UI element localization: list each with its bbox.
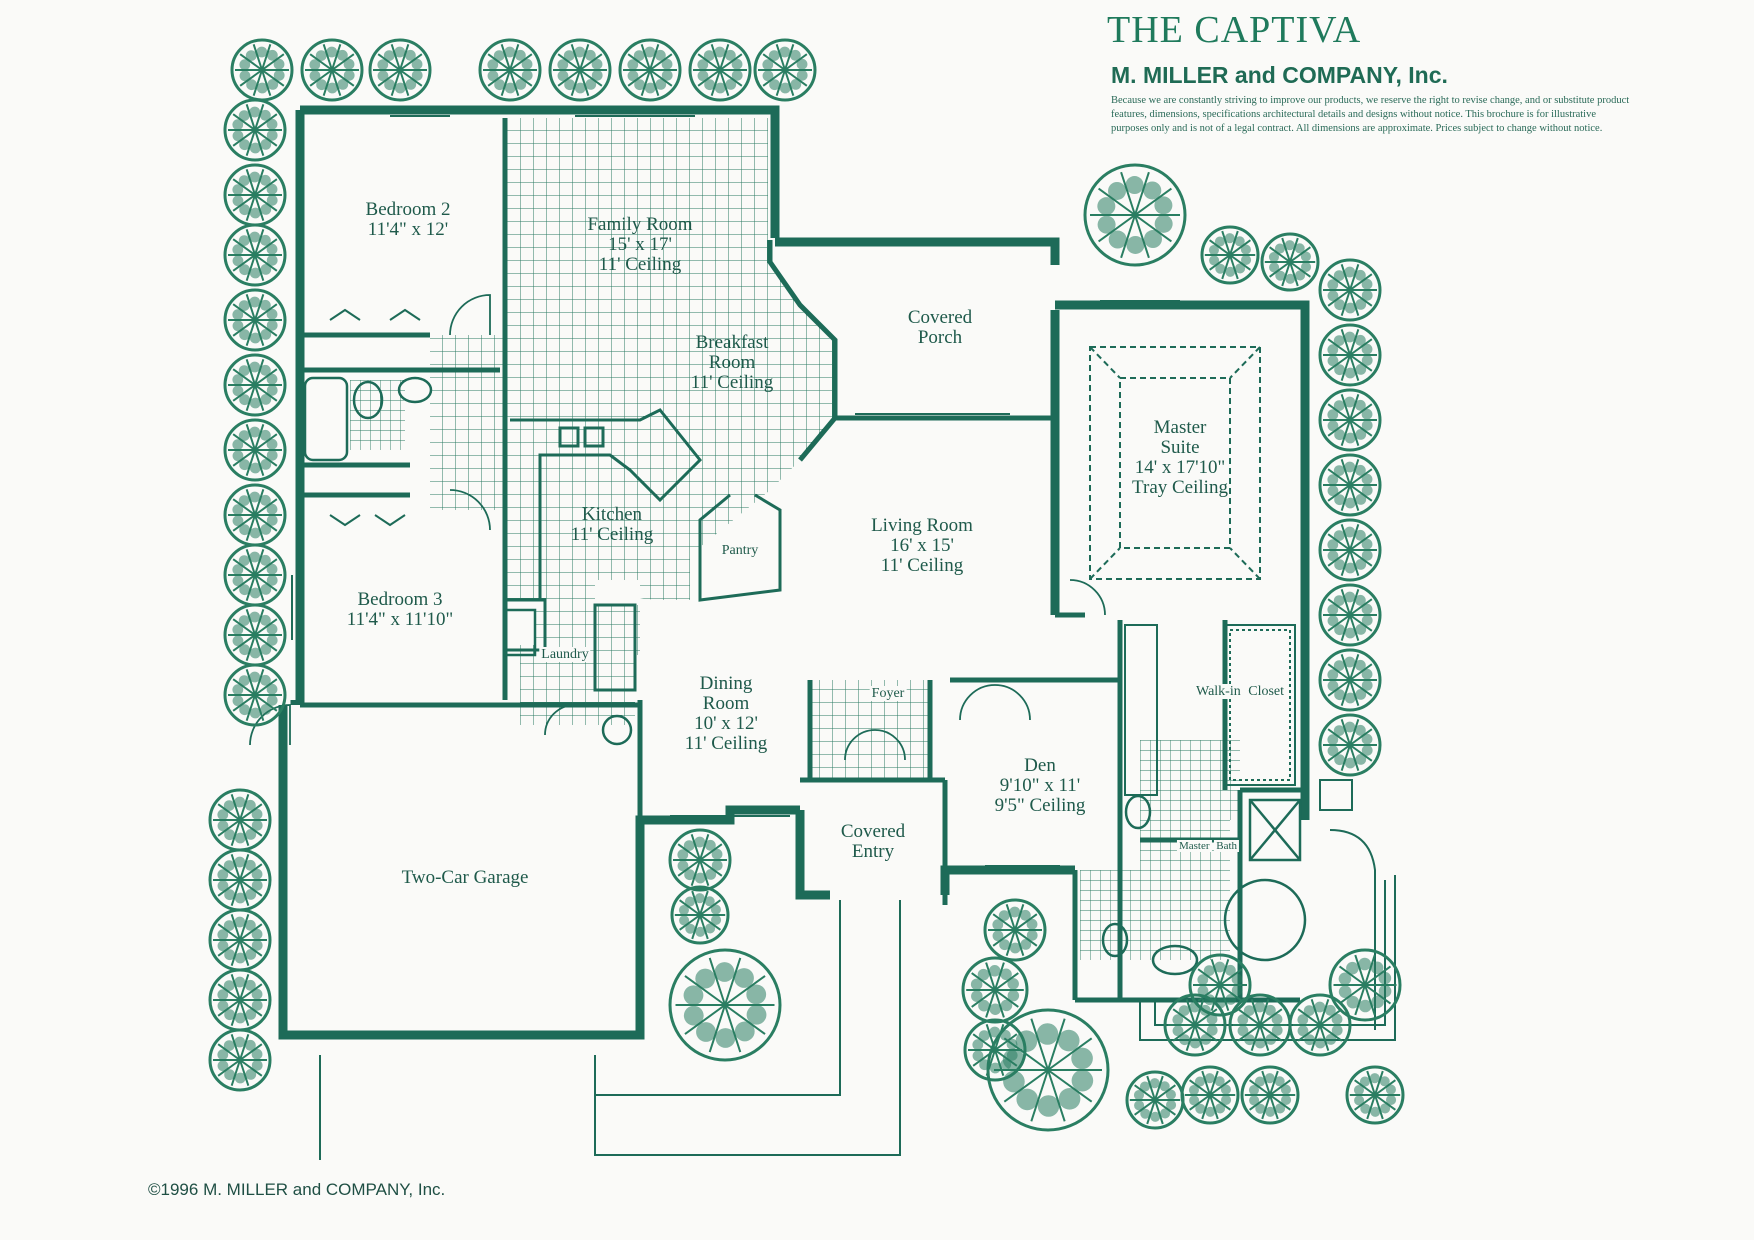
company-name: M. MILLER and COMPANY, Inc. [1111, 62, 1448, 88]
room-porch: Covered Porch [907, 307, 973, 348]
room-family: Family Room 15' x 17' 11' Ceiling [587, 214, 693, 275]
tree-icon [1180, 1065, 1240, 1125]
tree-icon [1200, 225, 1260, 285]
tree-icon [1228, 993, 1292, 1057]
closets [329, 308, 1296, 796]
tree-icon [223, 288, 287, 352]
disclaimer-text: Because we are constantly striving to im… [1111, 95, 1630, 134]
room-bedroom2: Bedroom 2 11'4" x 12' [365, 199, 451, 240]
tree-icon [688, 38, 752, 102]
tree-icon [1318, 583, 1382, 647]
tree-icon [223, 418, 287, 482]
tree-icon [208, 788, 272, 852]
tree-icon [223, 98, 287, 162]
room-covered-entry: Covered Entry [840, 821, 906, 862]
tree-icon [1318, 453, 1382, 517]
room-kitchen: Kitchen 11' Ceiling [570, 504, 654, 545]
tree-icon [368, 38, 432, 102]
room-laundry: Laundry [539, 647, 591, 662]
tree-icon [1328, 948, 1402, 1022]
tree-icon [1288, 993, 1352, 1057]
tree-icon [223, 543, 287, 607]
tree-icon [1318, 713, 1382, 777]
tree-icon [300, 38, 364, 102]
room-living: Living Room 16' x 15' 11' Ceiling [871, 515, 973, 576]
tree-icon [230, 38, 294, 102]
tree-icon [983, 898, 1047, 962]
tree-icon [668, 948, 782, 1062]
tree-icon [1083, 163, 1187, 267]
windows [291, 115, 1180, 867]
room-walkin-closet: Walk-in Closet [1193, 684, 1287, 699]
tree-icon [1163, 993, 1227, 1057]
tree-icon [1318, 258, 1382, 322]
room-den: Den 9'10" x 11' 9'5" Ceiling [994, 755, 1086, 816]
tree-icon [1318, 518, 1382, 582]
room-dining: Dining Room 10' x 12' 11' Ceiling [684, 673, 768, 754]
room-master-suite: Master Suite 14' x 17'10" Tray Ceiling [1132, 417, 1228, 498]
tree-icon [223, 603, 287, 667]
landscape-trees [208, 38, 1405, 1132]
tree-icon [670, 885, 730, 945]
tree-icon [548, 38, 612, 102]
copyright-text: ©1996 M. MILLER and COMPANY, Inc. [148, 1180, 446, 1199]
tree-icon [223, 353, 287, 417]
tree-icon [1345, 1065, 1405, 1125]
room-master-bath: Master Bath [1176, 840, 1240, 852]
tree-icon [1318, 648, 1382, 712]
tree-icon [208, 1028, 272, 1092]
door-swings [249, 294, 1106, 761]
tree-icon [208, 848, 272, 912]
tree-icon [1125, 1070, 1185, 1130]
room-garage: Two-Car Garage [401, 867, 529, 888]
tree-icon [961, 956, 1029, 1024]
room-foyer: Foyer [869, 686, 907, 701]
tree-icon [223, 223, 287, 287]
tree-icon [223, 483, 287, 547]
tree-icon [1188, 953, 1252, 1017]
tree-icon [1260, 232, 1320, 292]
plan-title: THE CAPTIVA [1107, 9, 1362, 51]
tree-icon [1318, 323, 1382, 387]
tree-icon [986, 1008, 1110, 1132]
tree-icon [478, 38, 542, 102]
tree-icon [1318, 388, 1382, 452]
bath-fixtures [303, 376, 1307, 976]
tree-icon [223, 663, 287, 727]
room-pantry: Pantry [721, 543, 759, 558]
tree-icon [208, 908, 272, 972]
tree-icon [618, 38, 682, 102]
tree-icon [1240, 1065, 1300, 1125]
room-breakfast: Breakfast Room 11' Ceiling [690, 332, 774, 393]
tree-icon [208, 968, 272, 1032]
tray-ceiling [1089, 346, 1261, 580]
tree-icon [223, 163, 287, 227]
tree-icon [753, 38, 817, 102]
tree-icon [668, 828, 732, 892]
room-bedroom3: Bedroom 3 11'4" x 11'10" [346, 589, 454, 630]
